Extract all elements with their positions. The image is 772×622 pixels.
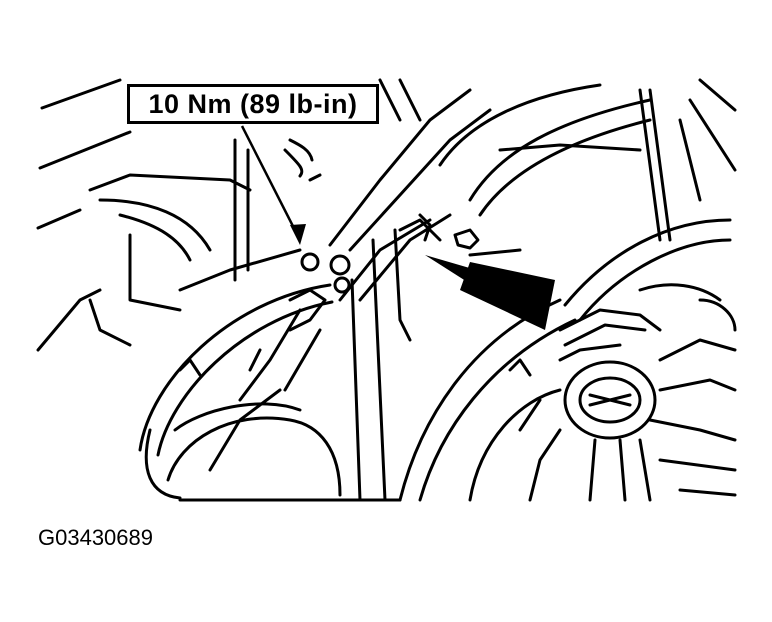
direction-arrow	[425, 255, 555, 330]
torque-spec-callout: 10 Nm (89 lb-in)	[127, 84, 379, 124]
torque-spec-label: 10 Nm (89 lb-in)	[148, 88, 358, 119]
callout-leader-arrow	[240, 125, 306, 245]
figure-id-label: G03430689	[38, 525, 153, 550]
drawing-strokes	[36, 78, 737, 502]
